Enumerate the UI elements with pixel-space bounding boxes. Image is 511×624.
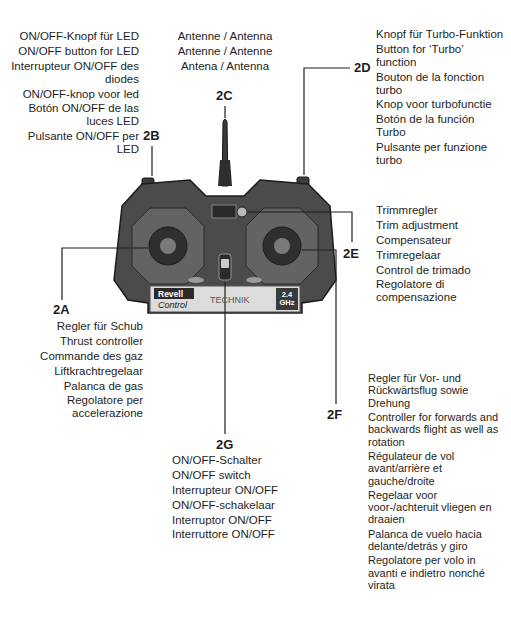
antenna-base bbox=[218, 160, 232, 186]
callout-text: Palanca de vuelo hacia delante/detrás y … bbox=[368, 528, 506, 553]
callout-text: Button for ‘Turbo’ function bbox=[376, 43, 506, 69]
callout-text: Liftkrachtregelaar bbox=[3, 365, 143, 378]
callout-text: Interrupteur ON/OFF bbox=[172, 484, 322, 497]
callout-text: Regler für Vor- und Rückwärtsflug sowie … bbox=[368, 372, 506, 409]
callout-text: Botón de la función Turbo bbox=[376, 113, 506, 139]
brand-badge bbox=[154, 288, 194, 299]
small-button bbox=[188, 277, 204, 283]
callout-text: Interruptor ON/OFF bbox=[172, 514, 322, 527]
right-grip bbox=[246, 208, 318, 284]
callout-text: Antenne / Antenna bbox=[160, 30, 290, 43]
display-window bbox=[212, 205, 236, 218]
callout-text: Bouton de la fonction turbo bbox=[376, 71, 506, 97]
leader-line bbox=[151, 146, 152, 176]
leader-line bbox=[302, 250, 336, 404]
callout-text: ON/OFF-knop voor led bbox=[3, 88, 139, 101]
callout-text: Antenne / Antenne bbox=[160, 45, 290, 58]
callout-text: Botón ON/OFF de las luces LED bbox=[3, 102, 139, 128]
callout-text: Interruttore ON/OFF bbox=[172, 528, 322, 541]
callout-text: ON/OFF-schakelaar bbox=[172, 499, 322, 512]
callout-text: Pulsante ON/OFF per LED bbox=[3, 130, 139, 156]
callout-text: Régulateur de vol avant/arrière et gauch… bbox=[368, 450, 506, 487]
right-stick-cap bbox=[274, 238, 290, 254]
callout-number: 2G bbox=[216, 437, 233, 452]
left-stick bbox=[149, 227, 187, 265]
frequency-badge bbox=[276, 288, 298, 310]
callout-text: Commande des gaz bbox=[3, 350, 143, 363]
callout-text: Thrust controller bbox=[3, 335, 143, 348]
callout-text: Controller for forwards and backwards fl… bbox=[368, 411, 506, 448]
brand-label: 2.4 GHz bbox=[278, 291, 296, 306]
callout-text-group: TrimmreglerTrim adjustmentCompensateurTr… bbox=[376, 204, 506, 306]
callout-text: Knop voor turbofunctie bbox=[376, 98, 506, 111]
callout-number: 2B bbox=[143, 128, 160, 143]
callout-number: 2D bbox=[354, 60, 371, 75]
callout-text: ON/OFF-Knopf für LED bbox=[3, 30, 139, 43]
callout-text-group: Knopf für Turbo-FunktionButton for ‘Turb… bbox=[376, 28, 506, 169]
callout-number: 2F bbox=[327, 407, 342, 422]
callout-text: Pulsante per funzione turbo bbox=[376, 141, 506, 167]
callout-text-group: ON/OFF-SchalterON/OFF switchInterrupteur… bbox=[172, 454, 322, 543]
callout-text: Control de trimado bbox=[376, 264, 506, 277]
callout-text: Trimregelaar bbox=[376, 249, 506, 262]
callout-number: 2E bbox=[343, 246, 359, 261]
switch-slot bbox=[219, 254, 231, 280]
callout-text: Regolatore di compensazione bbox=[376, 278, 506, 304]
callout-text-group: Regler für SchubThrust controllerCommand… bbox=[3, 320, 143, 422]
callout-text: Knopf für Turbo-Funktion bbox=[376, 28, 506, 41]
right-stick bbox=[263, 227, 301, 265]
callout-text: Regelaar voor voor-/achteruit vliegen en… bbox=[368, 489, 506, 526]
callout-text: Regler für Schub bbox=[3, 320, 143, 333]
callout-text: Interrupteur ON/OFF des diodes bbox=[3, 60, 139, 86]
callout-text: Compensateur bbox=[376, 234, 506, 247]
callout-text: Antena / Antenna bbox=[160, 60, 290, 73]
small-button bbox=[246, 277, 262, 283]
callout-text-group: Antenne / AntennaAntenne / AntenneAntena… bbox=[160, 30, 290, 75]
callout-text: Regolatore per volo in avanti e indietro… bbox=[368, 554, 506, 591]
switch-slider bbox=[221, 259, 229, 268]
brand-label: TECHNIK bbox=[210, 296, 250, 305]
callout-text: ON/OFF switch bbox=[172, 469, 322, 482]
callout-text-group: ON/OFF-Knopf für LED ON/OFF button for LE… bbox=[3, 30, 139, 158]
callout-text: ON/OFF-Schalter bbox=[172, 454, 322, 467]
callout-text: Trim adjustment bbox=[376, 219, 506, 232]
callout-number: 2C bbox=[216, 88, 233, 103]
leader-line bbox=[304, 68, 350, 175]
callout-text: Palanca de gas bbox=[3, 380, 143, 393]
callout-text: Trimmregler bbox=[376, 204, 506, 217]
left-grip bbox=[132, 208, 204, 284]
leader-line bbox=[62, 248, 148, 300]
brand-label: Control bbox=[158, 301, 187, 310]
trim-knob bbox=[237, 207, 247, 217]
callout-number: 2A bbox=[53, 302, 70, 317]
brand-label: Revell bbox=[158, 290, 183, 299]
callout-text-group: Regler für Vor- und Rückwärtsflug sowie … bbox=[368, 372, 506, 593]
leader-line bbox=[224, 106, 225, 118]
leader-line bbox=[248, 212, 352, 242]
callout-text: ON/OFF button for LED bbox=[3, 45, 139, 58]
callout-text: Regolatore per accelerazione bbox=[3, 394, 143, 420]
left-stick-cap bbox=[160, 238, 176, 254]
